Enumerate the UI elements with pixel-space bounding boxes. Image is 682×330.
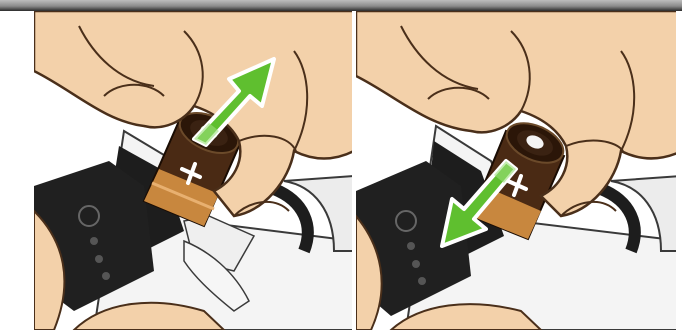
panel-remove-battery [34, 11, 354, 330]
panel-insert-battery [356, 11, 676, 330]
insert-battery-image [356, 11, 676, 330]
window-title-bar [0, 0, 682, 11]
remove-battery-image [34, 11, 354, 330]
